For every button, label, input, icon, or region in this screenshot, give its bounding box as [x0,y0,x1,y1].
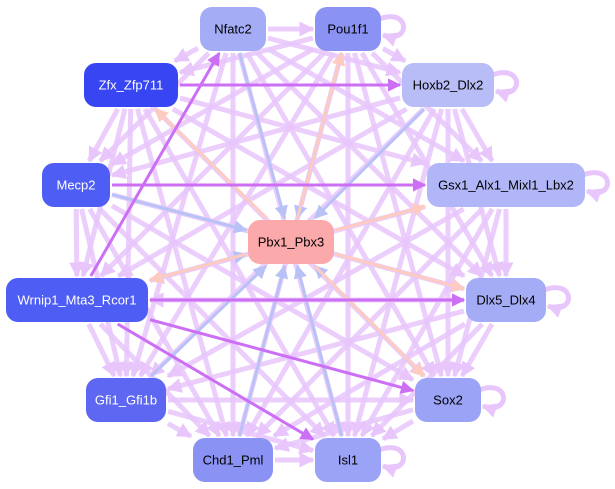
node-box[interactable] [315,7,381,51]
node-label: Gfi1_Gfi1b [95,393,157,408]
node-label: Zfx_Zfp711 [99,78,164,93]
node-Gsx1_Alx1_Mixl1_Lbx2[interactable]: Gsx1_Alx1_Mixl1_Lbx2 [427,163,585,207]
node-label: Sox2 [433,393,463,408]
edge-Pou1f1-to-Zfx_Zfp711 [178,35,314,77]
node-Wrnip1_Mta3_Rcor1[interactable]: Wrnip1_Mta3_Rcor1 [6,278,148,322]
edge-Pbx1_Pbx3-to-Wrnip1_Mta3_Rcor1 [148,252,247,284]
node-label: Pbx1_Pbx3 [258,235,325,250]
node-label: Isl1 [338,453,358,468]
edge-Gfi1_Gfi1b-to-Chd1_Pml [166,421,193,439]
node-box[interactable] [193,438,273,482]
edge-Dlx5_Dlx4-to-Gfi1_Gfi1b [166,308,465,393]
edge-Sox2-to-Chd1_Pml [273,407,414,452]
node-box[interactable] [415,378,481,422]
node-Sox2[interactable]: Sox2 [415,378,481,422]
node-box[interactable] [466,278,546,322]
node-Isl1[interactable]: Isl1 [315,438,381,482]
self-loops-layer [378,14,610,478]
edge-Mecp2-to-Wrnip1_Mta3_Rcor1 [69,208,85,278]
self-loop-Pou1f1 [378,14,406,47]
edge-Mecp2-to-Sox2 [110,203,415,382]
node-Mecp2[interactable]: Mecp2 [42,163,110,207]
node-label: Nfatc2 [214,22,252,37]
edge-Zfx_Zfp711-to-Mecp2 [87,107,120,163]
edge-Hoxb2_Dlx2-to-Gsx1_Alx1_Mixl1_Lbx2 [459,107,495,163]
edge-Zfx_Zfp711-to-Dlx5_Dlx4 [171,106,466,279]
node-box[interactable] [84,63,178,107]
node-box[interactable] [248,220,334,264]
node-Chd1_Pml[interactable]: Chd1_Pml [193,438,273,482]
edge-Nfatc2-to-Zfx_Zfp711 [173,46,200,64]
edge-Pbx1_Pbx3-to-Sox2 [313,264,426,378]
edge-Hoxb2_Dlx2-to-Mecp2 [110,95,401,180]
node-box[interactable] [427,163,585,207]
node-Pbx1_Pbx3[interactable]: Pbx1_Pbx3 [248,220,334,264]
edge-Wrnip1_Mta3_Rcor1-to-Sox2 [149,318,415,394]
edge-Pou1f1-to-Gfi1_Gfi1b [138,51,336,378]
edge-Isl1-to-Pbx1_Pbx3 [293,264,344,437]
node-Nfatc2[interactable]: Nfatc2 [200,7,266,51]
node-box[interactable] [315,438,381,482]
edge-Wrnip1_Mta3_Rcor1-to-Nfatc2 [89,51,221,277]
edge-Nfatc2-to-Sox2 [244,51,437,378]
edge-Dlx5_Dlx4-to-Sox2 [459,322,495,378]
edge-Pbx1_Pbx3-to-Pou1f1 [295,51,345,219]
edge-Gfi1_Gfi1b-to-Pbx1_Pbx3 [150,264,267,378]
edge-Nfatc2-to-Pbx1_Pbx3 [238,52,288,220]
node-label: Wrnip1_Mta3_Rcor1 [18,293,137,308]
node-Dlx5_Dlx4[interactable]: Dlx5_Dlx4 [466,278,546,322]
self-loop-Isl1 [378,445,406,478]
edge-Zfx_Zfp711-to-Gfi1_Gfi1b [119,108,135,378]
node-box[interactable] [402,63,494,107]
node-label: Dlx5_Dlx4 [476,293,535,308]
edge-Hoxb2_Dlx2-to-Chd1_Pml [244,107,437,438]
self-loop-Gsx1_Alx1_Mixl1_Lbx2 [582,170,610,203]
node-Pou1f1[interactable]: Pou1f1 [315,7,381,51]
edge-Hoxb2_Dlx2-to-Wrnip1_Mta3_Rcor1 [117,106,408,279]
node-label: Chd1_Pml [203,453,264,468]
edge-Pbx1_Pbx3-to-Dlx5_Dlx4 [335,252,466,293]
edges-layer [69,21,514,468]
node-Gfi1_Gfi1b[interactable]: Gfi1_Gfi1b [86,378,166,422]
node-box[interactable] [6,278,148,322]
edge-Zfx_Zfp711-to-Isl1 [142,107,337,438]
self-loop-Sox2 [478,385,506,418]
edge-Pbx1_Pbx3-to-Zfx_Zfp711 [154,107,268,220]
self-loop-Dlx5_Dlx4 [543,285,571,318]
edge-Zfx_Zfp711-to-Gsx1_Alx1_Mixl1_Lbx2 [179,95,427,168]
edge-Wrnip1_Mta3_Rcor1-to-Gfi1_Gfi1b [86,322,117,378]
node-box[interactable] [86,378,166,422]
edge-Pou1f1-to-Hoxb2_Dlx2 [381,46,407,64]
node-label: Mecp2 [56,178,95,193]
node-box[interactable] [200,7,266,51]
edge-Hoxb2_Dlx2-to-Pbx1_Pbx3 [313,107,426,220]
node-label: Pou1f1 [327,22,368,37]
edge-Sox2-to-Isl1 [381,418,415,442]
node-box[interactable] [42,163,110,207]
edge-Pbx1_Pbx3-to-Gsx1_Alx1_Mixl1_Lbx2 [335,203,427,232]
edge-Gsx1_Alx1_Mixl1_Lbx2-to-Gfi1_Gfi1b [166,206,465,379]
node-Zfx_Zfp711[interactable]: Zfx_Zfp711 [84,63,178,107]
node-Hoxb2_Dlx2[interactable]: Hoxb2_Dlx2 [402,63,494,107]
node-label: Hoxb2_Dlx2 [413,78,484,93]
self-loop-Hoxb2_Dlx2 [491,70,519,103]
node-label: Gsx1_Alx1_Mixl1_Lbx2 [438,178,574,193]
edge-Wrnip1_Mta3_Rcor1-to-Isl1 [116,322,315,441]
